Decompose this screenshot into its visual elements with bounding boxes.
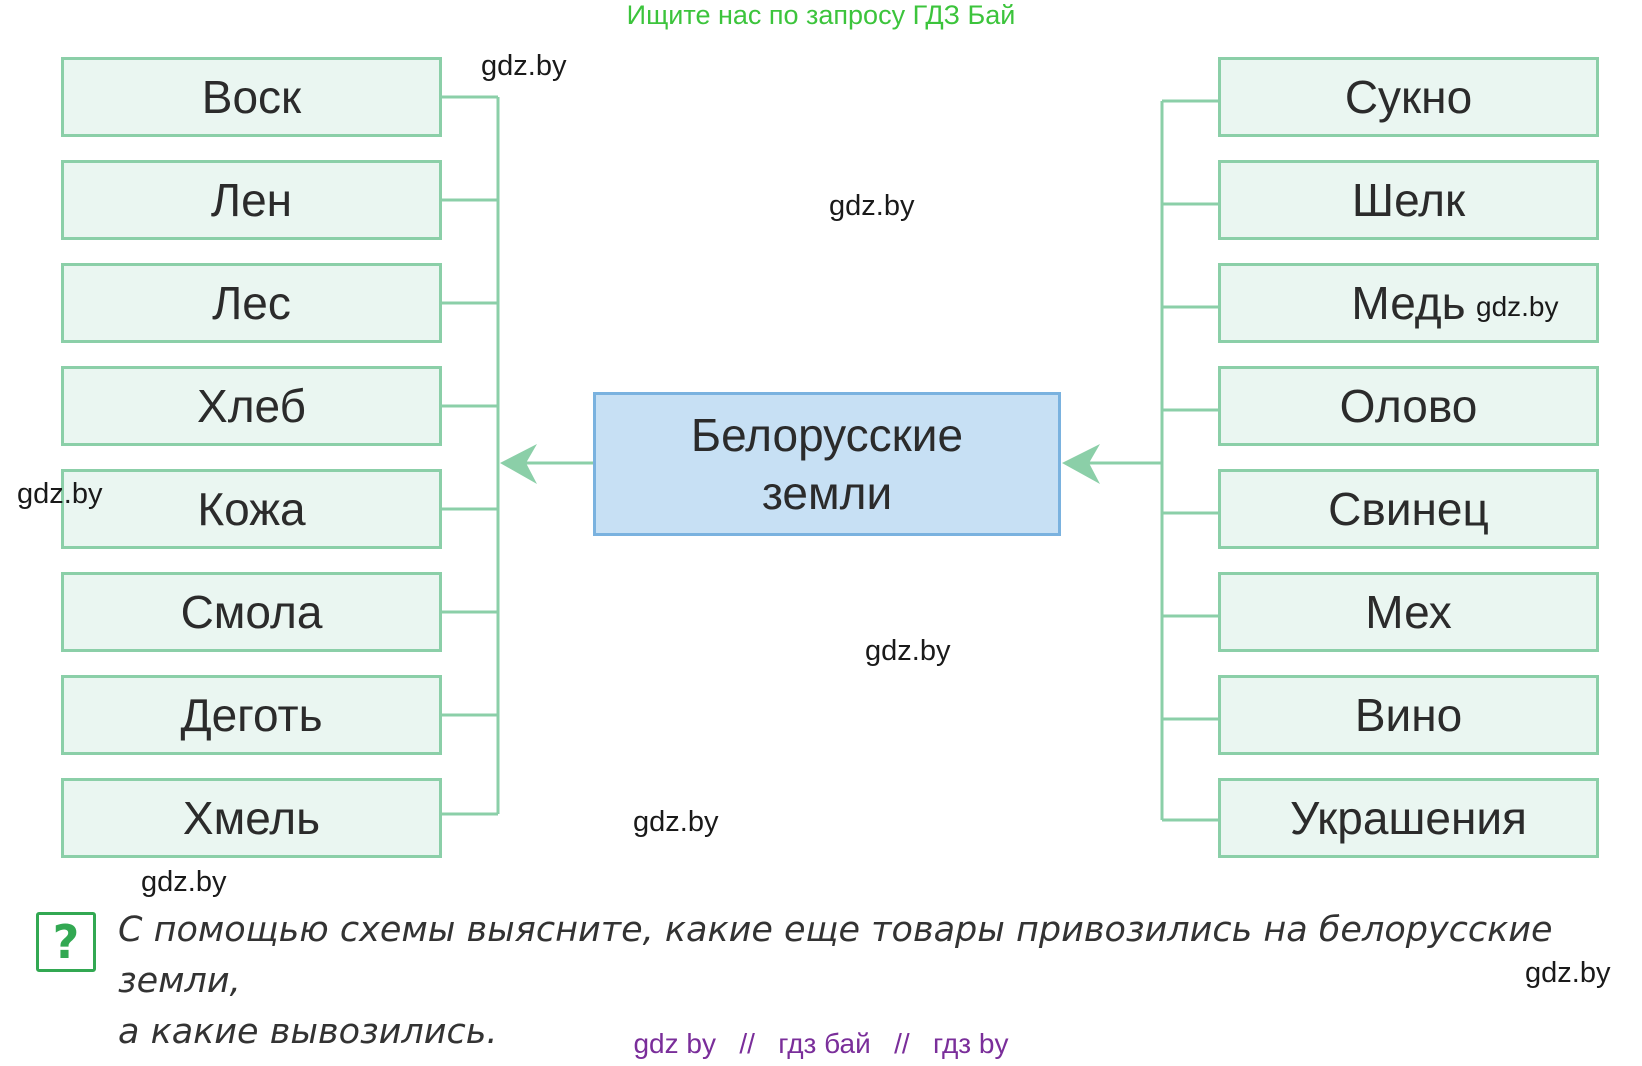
center-label-line2: земли <box>761 467 893 519</box>
right-item-box: Свинец <box>1218 469 1599 549</box>
left-item-box: Хмель <box>61 778 442 858</box>
watermark: gdz.by <box>633 806 719 838</box>
left-item-box: Воск <box>61 57 442 137</box>
right-item-box: Мех <box>1218 572 1599 652</box>
left-item-box: Смола <box>61 572 442 652</box>
right-item-box: Сукно <box>1218 57 1599 137</box>
right-arrow-head-icon <box>1062 444 1100 484</box>
question-icon: ? <box>36 912 96 972</box>
right-item-box: Олово <box>1218 366 1599 446</box>
left-item-box: Лес <box>61 263 442 343</box>
left-arrow-head-icon <box>500 444 537 484</box>
header-note: Ищите нас по запросу ГДЗ Бай <box>626 0 1016 30</box>
left-item-box: Кожа <box>61 469 442 549</box>
question-text: С помощью схемы выясните, какие еще това… <box>118 905 1618 1058</box>
watermark: gdz.by <box>1476 291 1559 322</box>
right-item-box: Украшения <box>1218 778 1599 858</box>
watermark: gdz.by <box>481 50 567 82</box>
question-line: С помощью схемы выясните, какие еще това… <box>118 910 1553 1001</box>
right-item-box: Вино <box>1218 675 1599 755</box>
footer-links: gdz by // гдз бай // гдз by <box>0 1028 1642 1060</box>
right-item-box: Шелк <box>1218 160 1599 240</box>
question-line: а какие вывозились. <box>118 1012 498 1052</box>
center-label-line1: Белорусские <box>690 409 964 461</box>
footer-separator: // <box>894 1028 910 1059</box>
footer-separator: // <box>739 1028 755 1059</box>
right-item-box: Медь <box>1218 263 1599 343</box>
left-item-box: Лен <box>61 160 442 240</box>
watermark: gdz.by <box>1525 957 1611 989</box>
left-item-box: Хлеб <box>61 366 442 446</box>
footer-link[interactable]: гдз бай <box>778 1028 871 1059</box>
watermark: gdz.by <box>141 866 227 898</box>
footer-link[interactable]: гдз by <box>933 1028 1009 1059</box>
watermark: gdz.by <box>17 478 103 510</box>
center-box: Белорусские земли <box>593 392 1061 536</box>
watermark: gdz.by <box>829 190 915 222</box>
connector-lines <box>442 95 1218 822</box>
footer-link[interactable]: gdz by <box>633 1028 716 1059</box>
watermark: gdz.by <box>865 635 951 667</box>
left-item-box: Деготь <box>61 675 442 755</box>
